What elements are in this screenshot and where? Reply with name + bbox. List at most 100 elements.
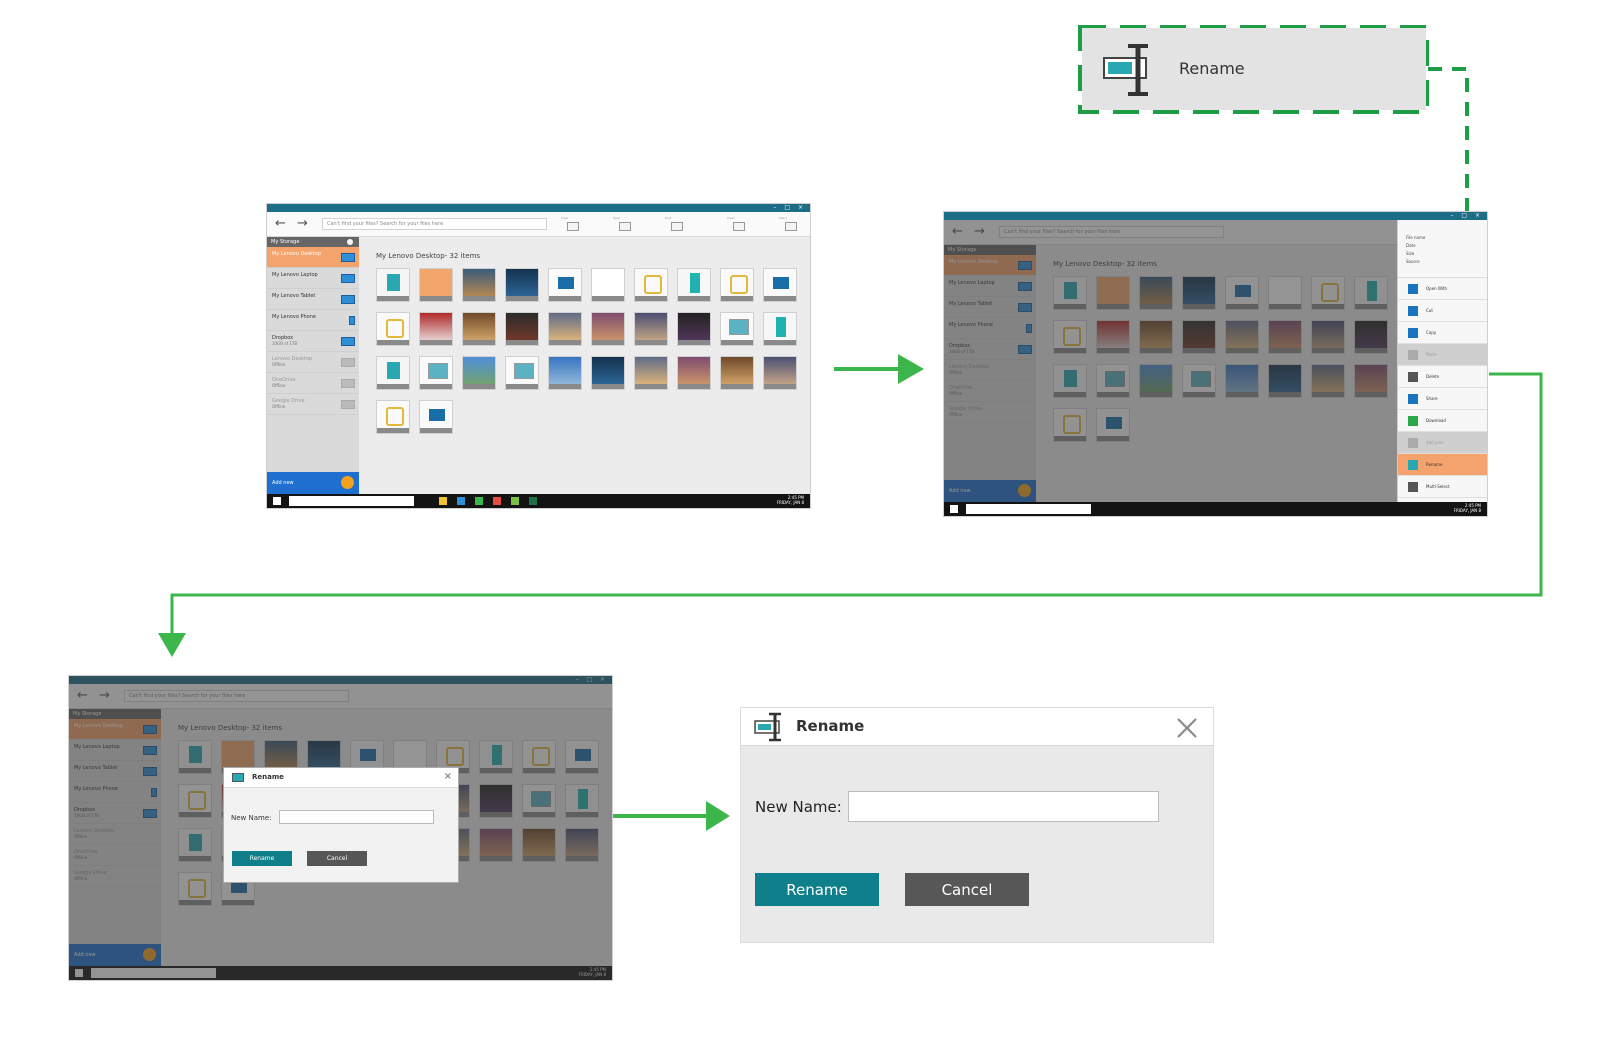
- menu-item-copy[interactable]: Copy: [1398, 322, 1487, 344]
- file-thumbnail[interactable]: [634, 268, 668, 302]
- file-thumbnail[interactable]: [462, 312, 496, 346]
- file-caption: [592, 340, 624, 345]
- file-thumbnail[interactable]: [763, 312, 797, 346]
- file-thumbnail[interactable]: [720, 356, 754, 390]
- add-icon[interactable]: [347, 239, 353, 245]
- sort-option[interactable]: File name: [1406, 235, 1426, 240]
- taskbar-search[interactable]: [966, 504, 1091, 514]
- cancel-button[interactable]: Cancel: [905, 873, 1029, 906]
- window-titlebar: – □ ×: [944, 212, 1487, 220]
- file-thumbnail[interactable]: [419, 312, 453, 346]
- file-thumbnail[interactable]: [677, 312, 711, 346]
- taskbar-search[interactable]: [289, 496, 414, 506]
- rename-button[interactable]: Rename: [755, 873, 879, 906]
- start-icon[interactable]: [950, 505, 958, 513]
- rename-icon: [1408, 460, 1418, 470]
- file-thumbnail[interactable]: [677, 268, 711, 302]
- file-thumbnail[interactable]: [462, 356, 496, 390]
- menu-item-share[interactable]: Share: [1398, 388, 1487, 410]
- excel-icon[interactable]: [529, 497, 537, 505]
- file-thumbnail[interactable]: [376, 312, 410, 346]
- sort-options: File name Date Size Source: [1398, 220, 1487, 278]
- new-name-input[interactable]: [279, 810, 434, 824]
- clear-button[interactable]: Clear: [727, 216, 751, 233]
- file-thumbnail[interactable]: [634, 356, 668, 390]
- search-input[interactable]: Can't find your files? Search for your f…: [322, 218, 547, 230]
- file-thumbnail[interactable]: [548, 268, 582, 302]
- sort-button[interactable]: Sort: [665, 216, 689, 233]
- trash-icon: [1408, 372, 1418, 382]
- file-caption: [549, 384, 581, 389]
- mini-rename-dialog: Rename× New Name: Rename Cancel: [223, 767, 459, 883]
- sidebar-item-desktop[interactable]: My Lenovo Desktop: [267, 247, 359, 268]
- back-arrow-icon[interactable]: ←: [275, 216, 286, 231]
- file-thumbnail[interactable]: [763, 268, 797, 302]
- file-thumbnail[interactable]: [462, 268, 496, 302]
- store-icon[interactable]: [475, 497, 483, 505]
- file-thumbnail[interactable]: [505, 312, 539, 346]
- file-thumbnail[interactable]: [591, 312, 625, 346]
- add-new-button[interactable]: Add new: [267, 472, 359, 494]
- browser-icon[interactable]: [457, 497, 465, 505]
- chrome-icon[interactable]: [493, 497, 501, 505]
- menu-item-multi-select[interactable]: Multi-Select: [1398, 476, 1487, 498]
- download-icon: [1408, 416, 1418, 426]
- menu-item-download[interactable]: Download: [1398, 410, 1487, 432]
- file-thumbnail[interactable]: [376, 400, 410, 434]
- cancel-button[interactable]: Cancel: [307, 851, 367, 866]
- menu-button[interactable]: Menu: [779, 216, 803, 233]
- file-thumbnail[interactable]: [591, 268, 625, 302]
- screenshot-context-menu: – □ × ← → Can't find your files? Search …: [943, 211, 1488, 517]
- menu-item-paste[interactable]: Paste: [1398, 344, 1487, 366]
- file-thumbnail[interactable]: [591, 356, 625, 390]
- dialog-header: Rename×: [224, 768, 458, 788]
- file-thumbnail[interactable]: [548, 356, 582, 390]
- file-thumbnail[interactable]: [376, 268, 410, 302]
- file-thumbnail[interactable]: [763, 356, 797, 390]
- file-thumbnail[interactable]: [677, 356, 711, 390]
- file-thumbnail[interactable]: [419, 268, 453, 302]
- view-button[interactable]: View: [561, 216, 585, 233]
- menu-item-cut[interactable]: Cut: [1398, 300, 1487, 322]
- spotify-icon[interactable]: [511, 497, 519, 505]
- forward-arrow-icon[interactable]: →: [297, 216, 308, 231]
- file-thumbnail[interactable]: [634, 312, 668, 346]
- type-button[interactable]: Type: [613, 216, 637, 233]
- window-titlebar: – □ ×: [267, 204, 810, 212]
- sidebar-item-laptop[interactable]: My Lenovo Laptop: [267, 268, 359, 289]
- close-icon[interactable]: [1175, 716, 1199, 740]
- sort-option[interactable]: Source: [1406, 259, 1420, 264]
- sidebar-item-phone[interactable]: My Lenovo Phone: [267, 310, 359, 331]
- sort-option[interactable]: Size: [1406, 251, 1415, 256]
- rename-button[interactable]: Rename: [232, 851, 292, 866]
- new-name-input[interactable]: [848, 791, 1159, 822]
- file-caption: [635, 296, 667, 301]
- sort-option[interactable]: Date: [1406, 243, 1416, 248]
- close-icon[interactable]: ×: [443, 771, 452, 782]
- file-thumbnail[interactable]: [720, 268, 754, 302]
- file-caption: [420, 428, 452, 433]
- file-caption: [463, 340, 495, 345]
- menu-item-add-pins[interactable]: Add pins: [1398, 432, 1487, 454]
- file-thumbnail[interactable]: [720, 312, 754, 346]
- menu-item-open-with[interactable]: Open With: [1398, 278, 1487, 300]
- dim-overlay: [944, 220, 1397, 502]
- sidebar-item-tablet[interactable]: My Lenovo Tablet: [267, 289, 359, 310]
- file-thumbnail[interactable]: [419, 400, 453, 434]
- file-thumbnail[interactable]: [548, 312, 582, 346]
- folder-icon[interactable]: [439, 497, 447, 505]
- flow-arrow-1-head: [898, 354, 924, 384]
- menu-item-delete[interactable]: Delete: [1398, 366, 1487, 388]
- file-thumbnail[interactable]: [376, 356, 410, 390]
- file-thumbnail[interactable]: [419, 356, 453, 390]
- file-thumbnail[interactable]: [505, 356, 539, 390]
- start-icon[interactable]: [273, 497, 281, 505]
- dialog-header: Rename: [741, 708, 1213, 746]
- file-thumbnail[interactable]: [505, 268, 539, 302]
- menu-item-rename[interactable]: Rename: [1398, 454, 1487, 476]
